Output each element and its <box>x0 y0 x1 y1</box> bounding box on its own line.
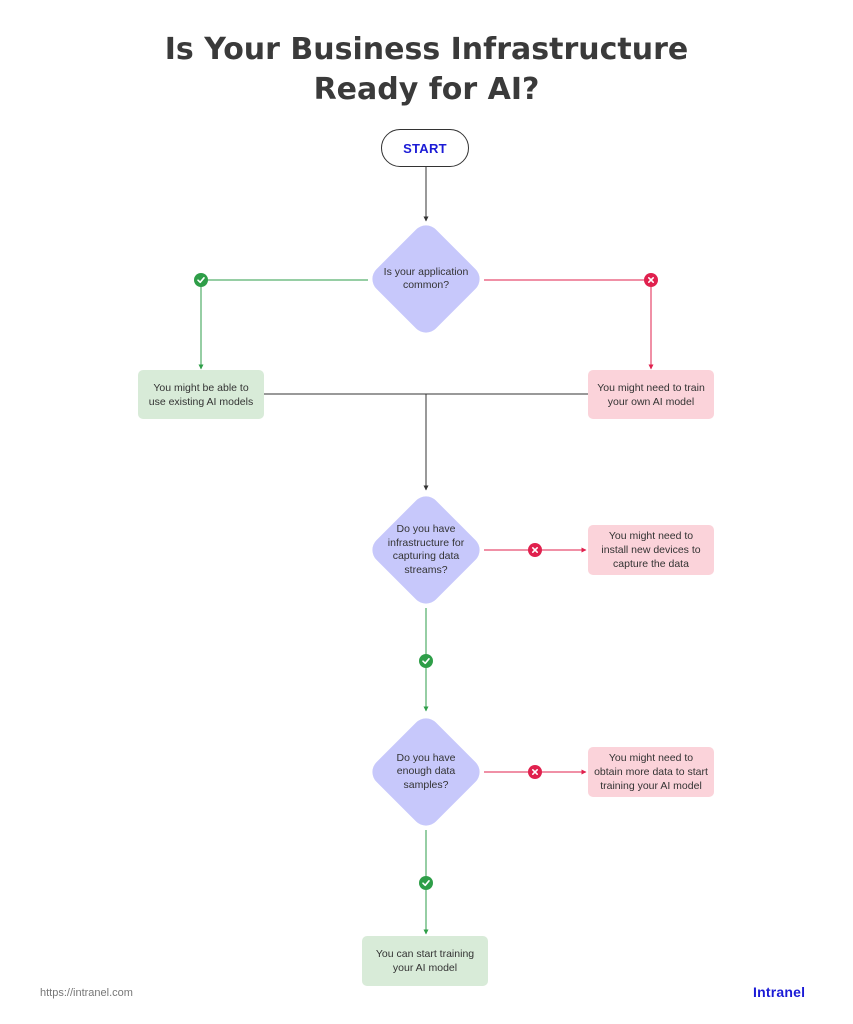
footer-url: https://intranel.com <box>40 987 133 999</box>
decision-application-common: Is your application common? <box>366 219 486 339</box>
outcome-start-training: You can start training your AI model <box>362 936 488 986</box>
outcome-existing-models: You might be able to use existing AI mod… <box>138 370 264 419</box>
x-icon <box>644 273 658 287</box>
decision-data-samples: Do you have enough data samples? <box>366 712 486 832</box>
outcome-install-devices: You might need to install new devices to… <box>588 525 714 575</box>
decision-label: Do you have enough data samples? <box>396 751 456 791</box>
x-icon <box>528 543 542 557</box>
decision-label: Is your application common? <box>383 265 469 292</box>
title-line-1: Is Your Business Infrastructure <box>164 32 689 67</box>
page-title: Is Your Business Infrastructure Ready fo… <box>0 30 853 110</box>
q1-yes-line <box>198 279 368 370</box>
x-icon <box>528 765 542 779</box>
brand-logo: Intranel <box>753 984 806 1000</box>
q1-no-line <box>484 279 654 370</box>
title-line-2: Ready for AI? <box>313 72 540 107</box>
start-node: START <box>381 129 469 167</box>
outcome-obtain-more-data: You might need to obtain more data to st… <box>588 747 714 797</box>
check-icon <box>419 654 433 668</box>
decision-label: Do you have infrastructure for capturing… <box>387 523 465 576</box>
check-icon <box>419 876 433 890</box>
outcome-train-own-model: You might need to train your own AI mode… <box>588 370 714 419</box>
decision-data-streams: Do you have infrastructure for capturing… <box>366 490 486 610</box>
check-icon <box>194 273 208 287</box>
